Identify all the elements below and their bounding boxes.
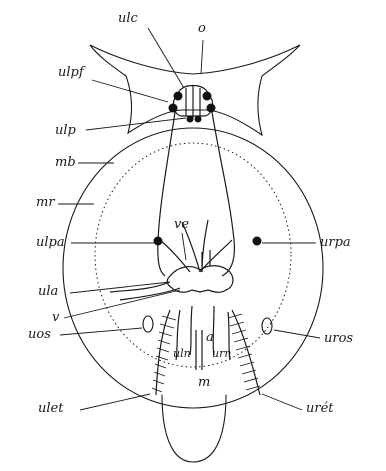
inner-dotted-outline: [95, 143, 291, 367]
label-mb: mb: [55, 156, 76, 169]
leader-ve: [182, 233, 186, 260]
label-uros: uros: [324, 332, 353, 345]
right-connective: [212, 112, 234, 276]
urpa-ganglion: [253, 237, 262, 246]
anterior-ganglion: [167, 266, 233, 293]
ulpf-ganglion-right-upper: [203, 92, 212, 101]
label-mr: mr: [36, 196, 55, 209]
label-m: m: [198, 376, 210, 389]
label-ulc: ulc: [118, 12, 138, 25]
leader-ulet: [80, 394, 150, 410]
label-ve: ve: [174, 218, 189, 231]
ulpf-ganglion-right-lower: [207, 104, 216, 113]
ulpa-ganglion: [154, 237, 163, 246]
label-ulpa: ulpa: [36, 236, 65, 249]
outer-body: [63, 128, 323, 408]
right-nerve-cord: [232, 310, 260, 395]
ulpf-ganglion-left-lower: [169, 104, 178, 113]
label-v: v: [52, 311, 59, 324]
label-uret: urét: [306, 402, 334, 415]
leader-uret: [262, 394, 302, 410]
leader-uos: [60, 328, 142, 335]
ulp-ganglion-right: [195, 116, 202, 123]
right-otocyst: [262, 318, 272, 334]
label-a: a: [206, 331, 214, 344]
label-urpa: urpa: [320, 236, 351, 249]
leader-ulpf: [92, 80, 168, 102]
label-uln: uln: [173, 348, 191, 359]
label-ula: ula: [38, 285, 58, 298]
label-ulp: ulp: [55, 124, 76, 137]
leader-v: [64, 290, 180, 318]
label-ulet: ulet: [38, 402, 63, 415]
label-uos: uos: [28, 328, 51, 341]
leader-o: [201, 40, 203, 74]
label-ulpf: ulpf: [58, 66, 84, 79]
leader-ulc: [148, 28, 184, 88]
ulpf-ganglion-left-upper: [174, 92, 183, 101]
hood-outline: [90, 45, 300, 135]
label-o: o: [198, 22, 206, 35]
ulp-ganglion: [187, 116, 194, 123]
tail-lobe: [162, 395, 226, 462]
label-urn: urn: [212, 348, 231, 359]
leader-uros: [274, 330, 320, 338]
left-otocyst: [143, 316, 153, 332]
